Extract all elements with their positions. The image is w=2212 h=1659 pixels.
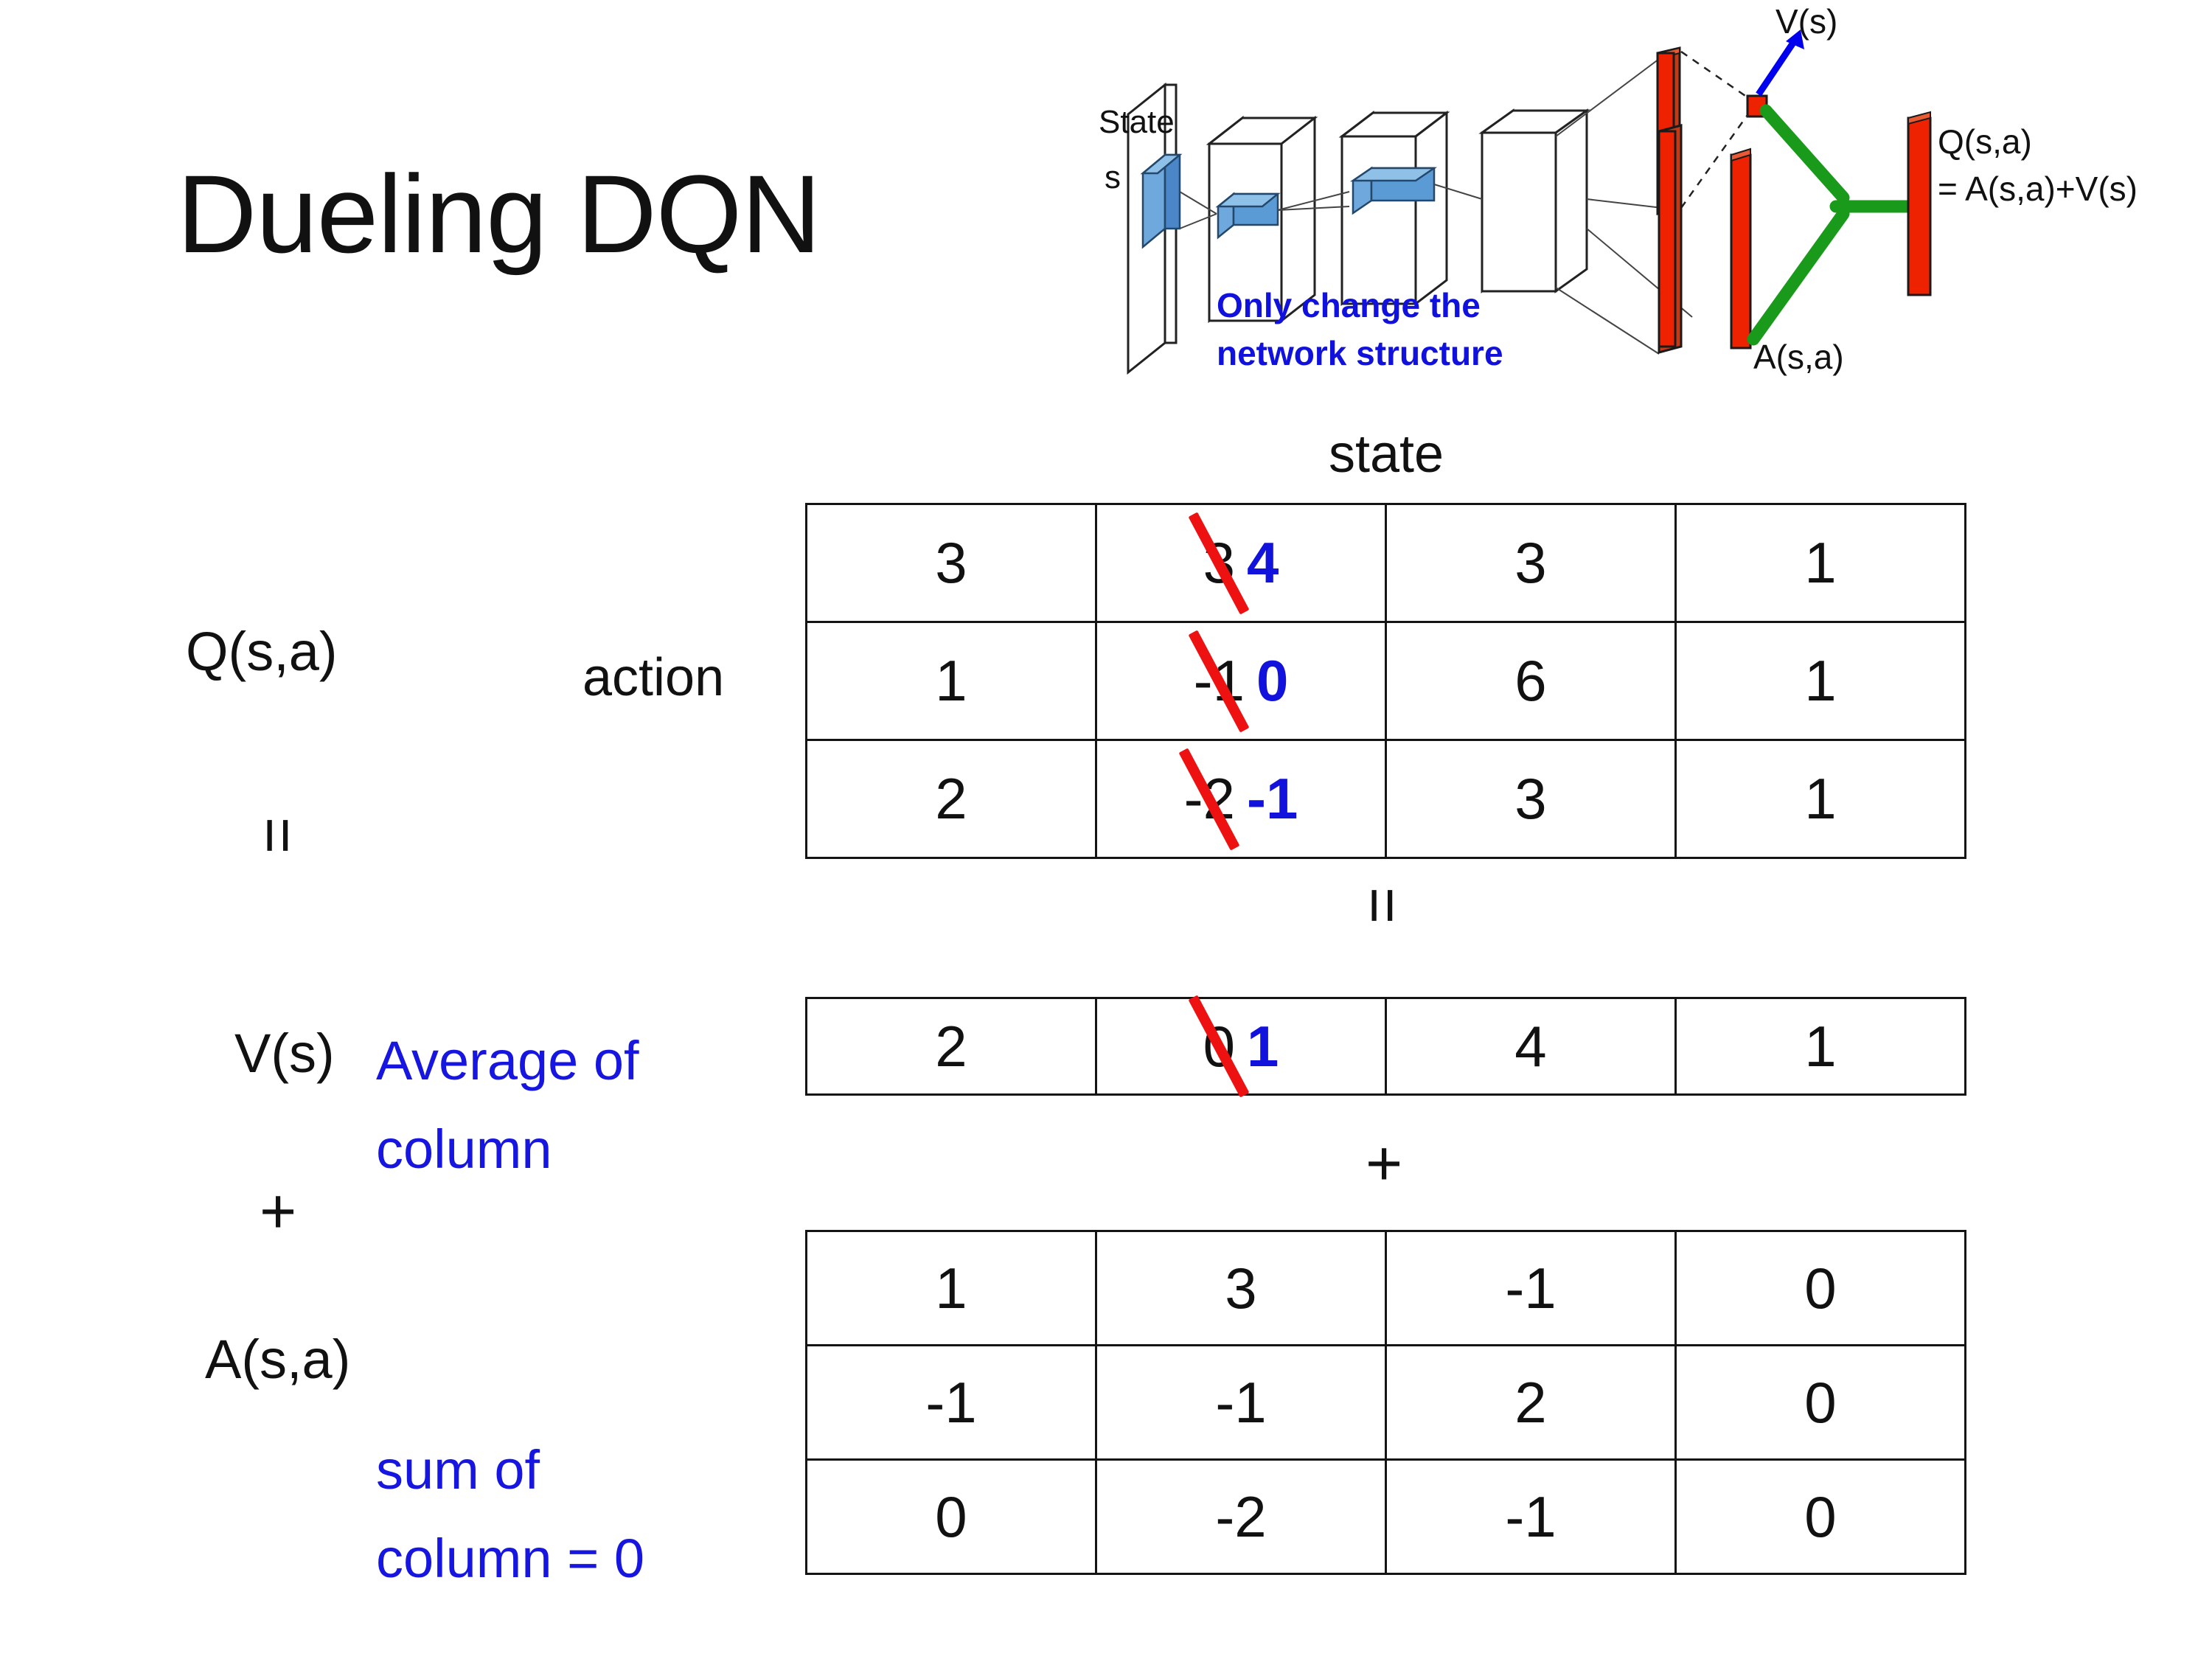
- a-table-cell: -2: [1095, 1458, 1387, 1575]
- state-caption: state: [1328, 425, 1444, 484]
- a-table-cell: -1: [805, 1344, 1097, 1461]
- v-table-cell: 2: [805, 997, 1097, 1096]
- merge-green-icon: [1747, 104, 1916, 346]
- q-table-old-value: -1: [1188, 629, 1250, 733]
- q-output-bar-icon: [1907, 111, 1932, 296]
- q-function-label: Q(s,a): [186, 621, 338, 682]
- a-table-cell: -1: [1095, 1344, 1387, 1461]
- diagram-state-label-line1: State: [1099, 104, 1175, 140]
- a-table-cell: 2: [1385, 1344, 1677, 1461]
- q-table-cell-edited: -2-1: [1095, 739, 1387, 859]
- diagram-q-label-line1: Q(s,a): [1938, 122, 2032, 161]
- equals-sign-left: =: [243, 816, 314, 855]
- strikethrough-icon: [1188, 511, 1250, 615]
- diagram-note-line2: network structure: [1217, 334, 1503, 372]
- plus-sign-left: +: [260, 1176, 297, 1247]
- advantage-out-bar-icon: [1730, 147, 1752, 349]
- conv-box-3-icon: [1478, 108, 1590, 293]
- diagram-state-label-line2: s: [1105, 159, 1121, 195]
- q-table-cell: 1: [1674, 621, 1966, 741]
- a-table-cell: 0: [805, 1458, 1097, 1575]
- action-caption: action: [582, 648, 725, 707]
- q-table-cell: 3: [1385, 503, 1677, 623]
- q-table-old-value: -2: [1178, 747, 1240, 851]
- q-table-cell: 2: [805, 739, 1097, 859]
- a-table-cell: -1: [1385, 1230, 1677, 1346]
- q-table-cell: 3: [805, 503, 1097, 623]
- a-note-line1: sum of: [376, 1439, 540, 1500]
- q-table-old-value: 3: [1188, 511, 1250, 615]
- v-table-old-value: 0: [1188, 995, 1250, 1098]
- q-table-cell: 1: [1674, 503, 1966, 623]
- advantage-stream-bar-icon: [1658, 124, 1683, 354]
- equals-sign-middle: =: [1347, 886, 1419, 925]
- a-table-cell: 0: [1674, 1458, 1966, 1575]
- a-note-line2: column = 0: [376, 1528, 645, 1589]
- a-table-cell: 0: [1674, 1344, 1966, 1461]
- q-table-cell: 3: [1385, 739, 1677, 859]
- strikethrough-icon: [1178, 747, 1240, 851]
- strikethrough-icon: [1188, 995, 1250, 1098]
- v-output-arrow-icon: [1756, 29, 1804, 97]
- diagram-q-label-line2: = A(s,a)+V(s): [1938, 170, 2138, 208]
- q-table-cell: 1: [805, 621, 1097, 741]
- conv-patch-2-icon: [1349, 166, 1438, 215]
- q-table-cell: 1: [1674, 739, 1966, 859]
- value-dashed-links: [1680, 50, 1749, 209]
- page-title: Dueling DQN: [177, 152, 821, 276]
- conv-patch-1-icon: [1215, 192, 1281, 240]
- v-table-new-value: 1: [1247, 1013, 1279, 1079]
- diagram-a-label: A(s,a): [1753, 338, 1844, 376]
- v-table-cell: 1: [1674, 997, 1966, 1096]
- a-table-cell: -1: [1385, 1458, 1677, 1575]
- q-table-cell: 6: [1385, 621, 1677, 741]
- v-note-line2: column: [376, 1119, 552, 1180]
- strikethrough-icon: [1188, 629, 1250, 733]
- v-function-label: V(s): [234, 1023, 335, 1084]
- a-table-cell: 1: [805, 1230, 1097, 1346]
- q-table-new-value: -1: [1247, 766, 1298, 831]
- dueling-network-diagram: State s Only change the network structur…: [1099, 7, 2212, 406]
- a-table-cell: 0: [1674, 1230, 1966, 1346]
- diagram-note-line1: Only change the: [1217, 286, 1481, 324]
- plus-sign-middle: +: [1366, 1128, 1403, 1199]
- a-table-cell: 3: [1095, 1230, 1387, 1346]
- v-note-line1: Average of: [376, 1030, 639, 1091]
- diagram-v-label: V(s): [1775, 7, 1837, 41]
- q-table-new-value: 4: [1247, 530, 1279, 595]
- q-table-new-value: 0: [1256, 648, 1289, 713]
- a-function-label: A(s,a): [205, 1329, 351, 1390]
- v-table-cell: 4: [1385, 997, 1677, 1096]
